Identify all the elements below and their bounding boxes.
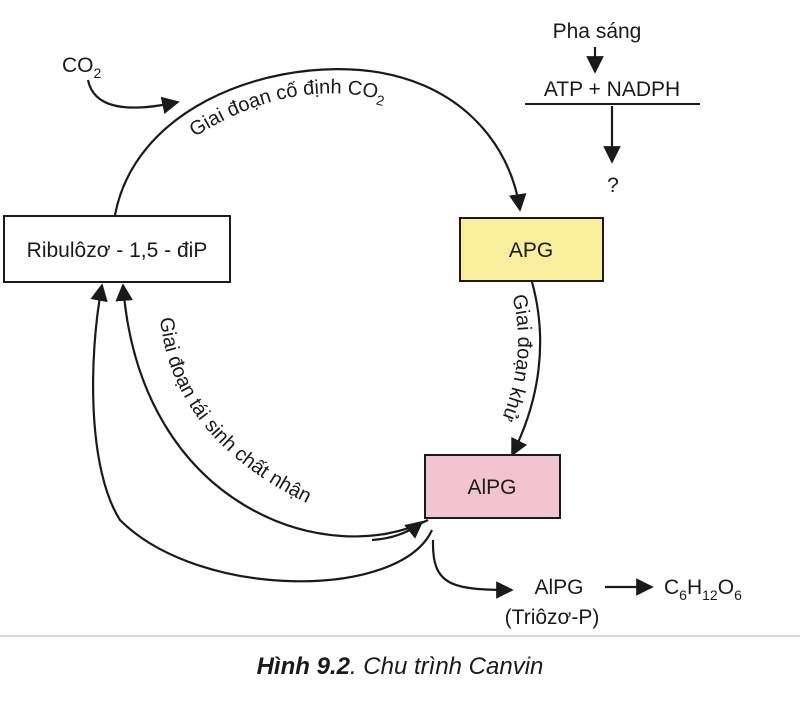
product-arrow [431, 539, 514, 599]
alpg-label: AlPG [467, 476, 516, 499]
ribulose-label: Ribulôzơ - 1,5 - điP [27, 239, 208, 262]
apg-box [459, 217, 604, 282]
output-alpg-label: AlPG [534, 576, 583, 599]
outer-return-arrow [90, 283, 433, 583]
fixation-stage-label: Giai đoạn cố định CO2 [186, 76, 386, 141]
atp-nadph-label: ATP + NADPH [544, 78, 680, 101]
ribulose-box [3, 215, 231, 283]
glucose-label: C6H12O6 [664, 576, 742, 603]
caption-separator: . [349, 653, 357, 680]
fixation-arc [113, 68, 527, 216]
co2-input-label: CO2 [62, 54, 102, 81]
question-mark: ? [607, 174, 619, 197]
caption-title: Chu trình Canvin [356, 653, 544, 680]
caption-label: Hình 9.2 [256, 653, 350, 680]
output-triose-note: (Triôzơ-P) [505, 606, 600, 629]
reduction-arrow [511, 281, 542, 457]
regeneration-stage-label: Giai đoạn tái sinh chất nhận [155, 316, 315, 508]
apg-label: APG [509, 239, 553, 262]
light-phase-label: Pha sáng [553, 20, 642, 43]
figure-caption: Hình 9.2. Chu trình Canvin [0, 653, 800, 681]
alpg-box [424, 454, 561, 519]
co2-input-arrow [86, 79, 180, 114]
alpg-entry-arrow [371, 520, 424, 542]
regeneration-arrow [115, 283, 429, 538]
reduction-stage-label: Giai đoạn khử [497, 292, 535, 425]
